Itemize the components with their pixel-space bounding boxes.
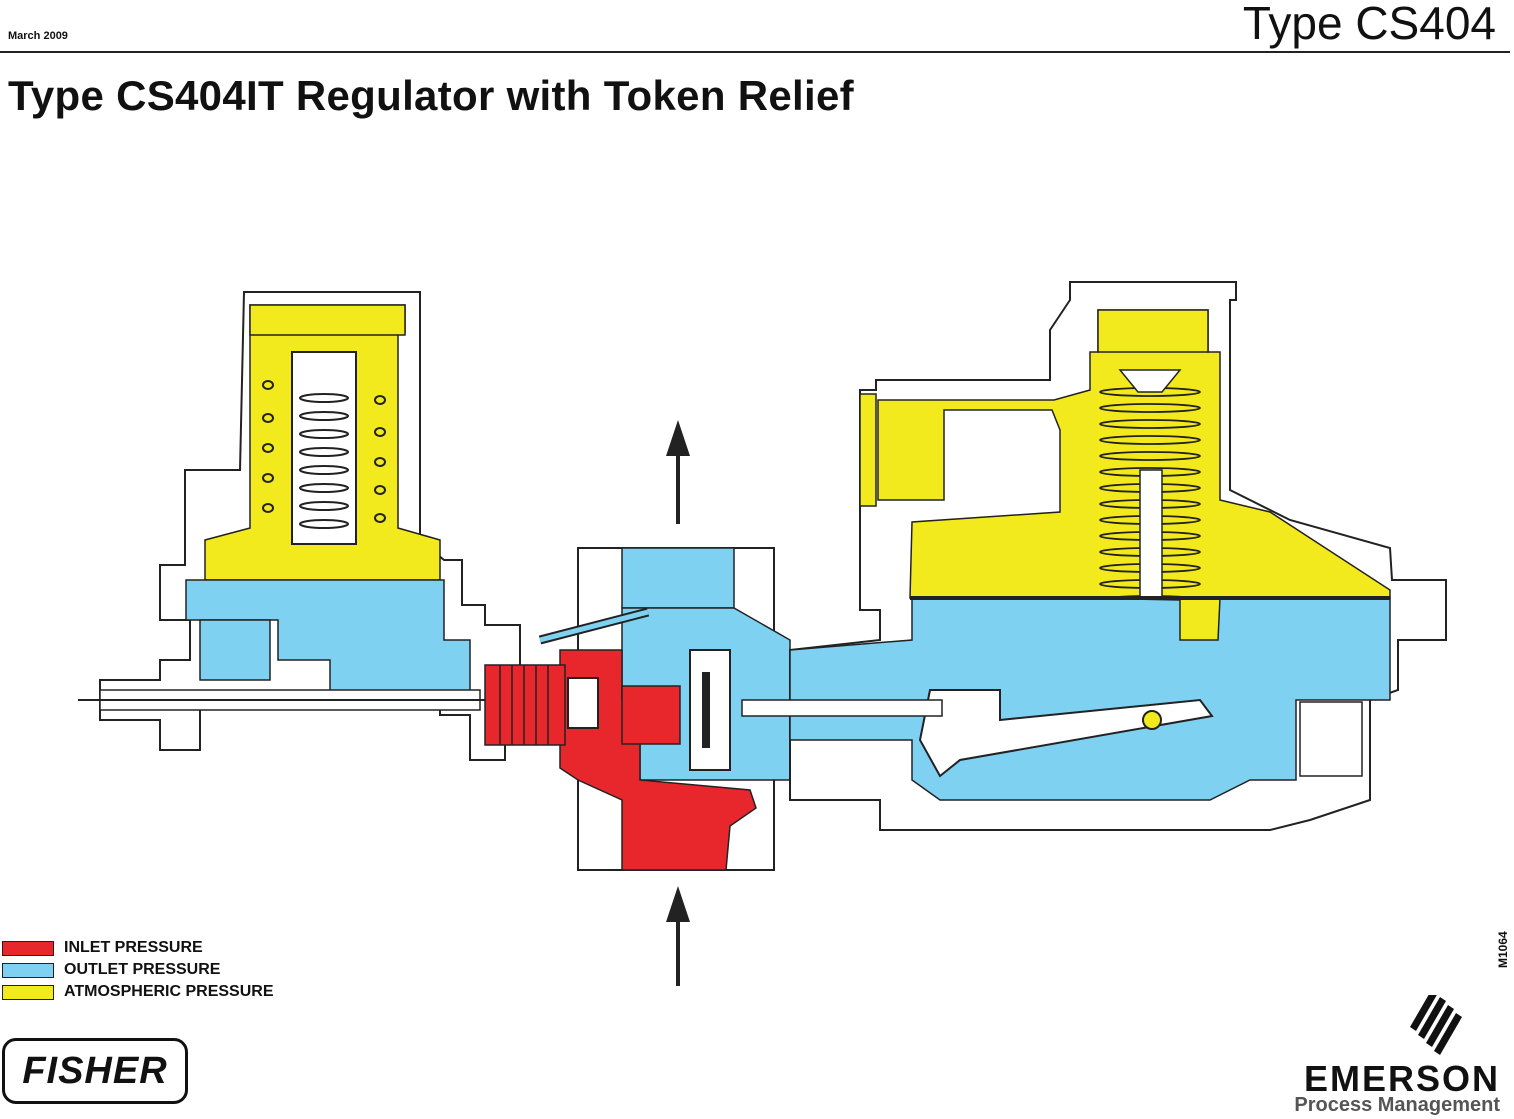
process-management-text: Process Management [1294,1094,1500,1116]
legend-item-atmospheric: ATMOSPHERIC PRESSURE [2,981,274,1003]
legend-label-outlet: OUTLET PRESSURE [64,961,221,978]
pressure-legend: INLET PRESSURE OUTLET PRESSURE ATMOSPHER… [2,937,274,1003]
legend-swatch-inlet [2,940,54,956]
inlet-bellows [484,664,566,746]
outlet-flow-arrow [666,420,690,524]
header-divider [0,51,1510,53]
emerson-logo-text: EMERSON [1303,1058,1500,1099]
inlet-flow-arrow [666,886,690,986]
page-title: Type CS404IT Regulator with Token Relief [8,72,854,119]
legend-swatch-outlet [2,962,54,978]
model-heading: Type CS404 [1242,0,1496,49]
valve-body [484,547,791,871]
legend-item-outlet: OUTLET PRESSURE [2,959,274,981]
fisher-logo: FISHER [2,1038,188,1104]
fisher-logo-text: FISHER [22,1049,168,1092]
emerson-logo-mark [1410,995,1462,1055]
relief-spring [262,351,386,545]
legend-item-inlet: INLET PRESSURE [2,937,274,959]
legend-label-inlet: INLET PRESSURE [64,939,203,956]
document-date: March 2009 [8,30,68,42]
figure-id: M1064 [1496,931,1510,968]
regulator-actuator [741,281,1447,831]
left-spring-case [78,291,521,761]
legend-label-atmospheric: ATMOSPHERIC PRESSURE [64,983,274,1000]
legend-swatch-atmospheric [2,984,54,1000]
